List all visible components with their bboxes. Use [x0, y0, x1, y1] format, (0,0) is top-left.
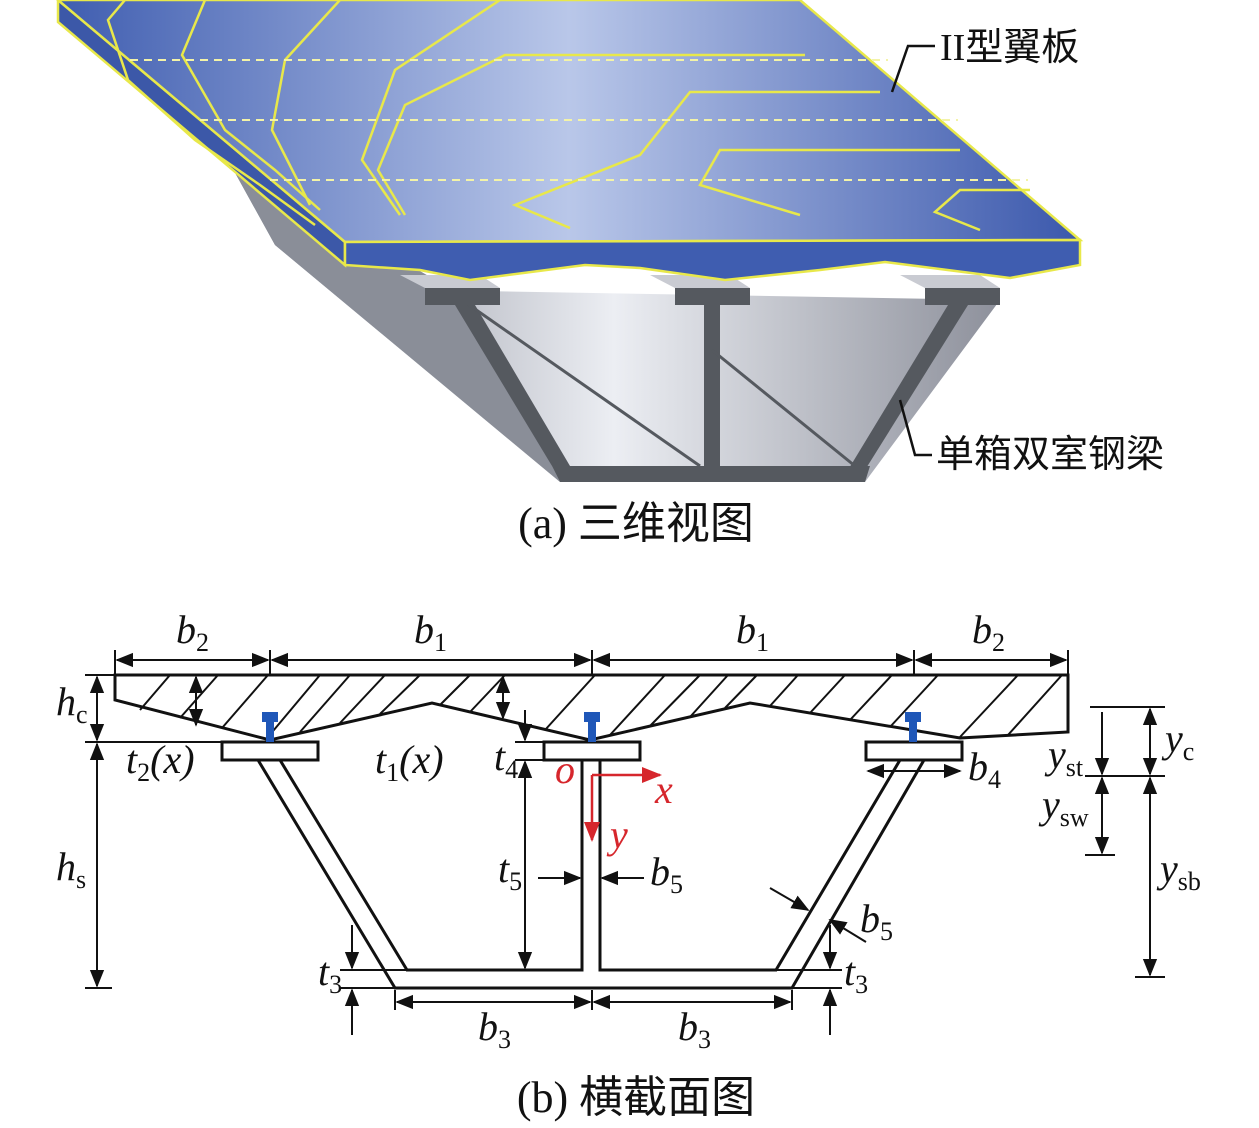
steel-box-girder	[228, 160, 1000, 482]
slab-hatch	[139, 674, 1063, 738]
label-yc: yc	[1161, 716, 1194, 766]
stud-right	[905, 712, 921, 722]
stud-left	[262, 712, 278, 722]
label-t3-left: t3	[318, 949, 342, 999]
label-b2-left: b2	[176, 607, 209, 657]
right-y-dimensions	[1085, 706, 1165, 978]
label-yst: yst	[1044, 732, 1084, 782]
stud-middle	[584, 712, 600, 722]
label-t3-right: t3	[844, 949, 868, 999]
label-b5-center: b5	[650, 849, 683, 899]
ii-type-flange-plate	[56, 0, 1084, 282]
three-d-view: II型翼板 单箱双室钢梁 (a) 三维视图	[56, 0, 1164, 548]
label-b4: b4	[968, 744, 1001, 794]
label-b1-left: b1	[414, 607, 447, 657]
caption-a: (a) 三维视图	[518, 499, 754, 548]
label-y-axis: y	[606, 812, 628, 857]
flange-plate-callout: II型翼板	[890, 27, 1079, 93]
t3-right-dimension	[776, 925, 842, 1035]
label-b3-right: b3	[678, 1004, 711, 1054]
hc-dimension	[85, 674, 222, 743]
label-b1-right: b1	[736, 607, 769, 657]
steel-box-label: 单箱双室钢梁	[936, 434, 1164, 476]
flange-plate-label: II型翼板	[940, 27, 1079, 69]
right-top-flange	[864, 740, 964, 762]
label-t1x: t1(x)	[375, 737, 444, 787]
top-dimensions	[114, 650, 1069, 683]
label-b3-left: b3	[478, 1004, 511, 1054]
label-ysb: ysb	[1156, 846, 1201, 896]
b5-web-dimension	[769, 887, 867, 943]
cross-section-view	[85, 650, 1165, 1035]
label-x-axis: x	[654, 767, 673, 812]
t3-left-dimension	[340, 925, 407, 1035]
b3-dimensions	[394, 990, 793, 1010]
label-b2-right: b2	[972, 607, 1005, 657]
label-t4: t4	[494, 734, 518, 784]
steel-box-callout: 单箱双室钢梁	[898, 399, 1164, 476]
label-b5-web: b5	[860, 896, 893, 946]
label-t5: t5	[498, 846, 522, 896]
left-top-flange	[220, 740, 320, 762]
label-ysw: ysw	[1038, 782, 1089, 832]
hs-dimension	[85, 742, 112, 989]
local-axes	[584, 767, 662, 842]
label-origin: o	[555, 747, 575, 792]
cross-section-labels: b2 b1 b1 b2 hc hs t2(x) t1(x) t4 b4 t5 b…	[56, 607, 1201, 1122]
label-t2x: t2(x)	[126, 737, 195, 787]
caption-b: (b) 横截面图	[517, 1073, 755, 1122]
label-hc: hc	[56, 679, 88, 729]
shear-studs	[262, 712, 921, 742]
label-hs: hs	[56, 844, 86, 894]
